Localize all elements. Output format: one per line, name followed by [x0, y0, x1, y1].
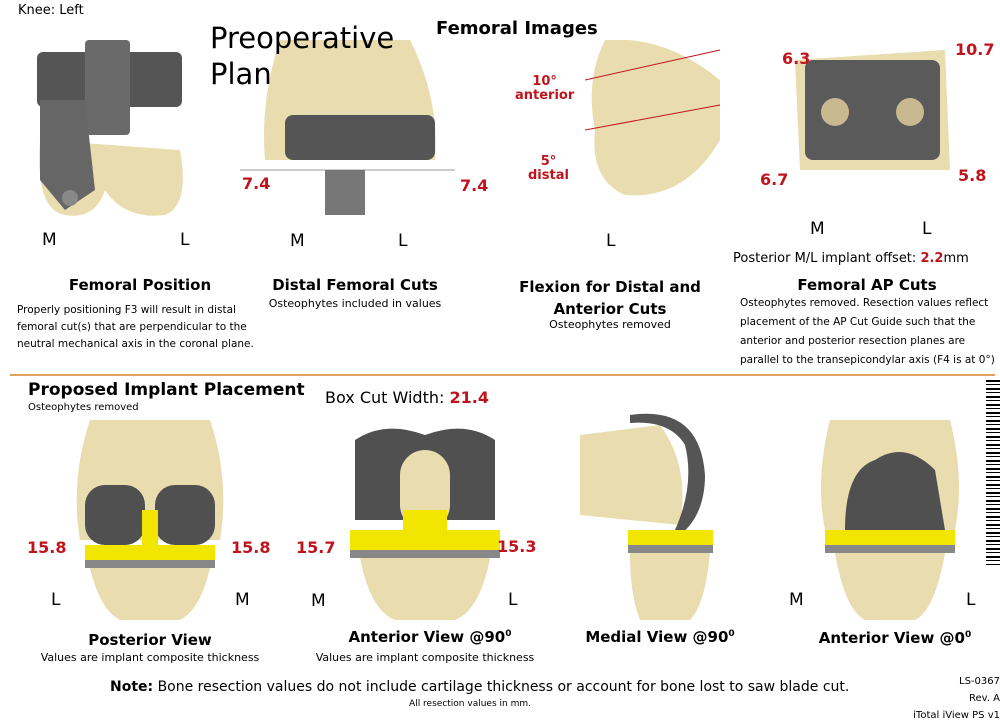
desc-line: neutral mechanical axis in the coronal p… — [17, 338, 254, 350]
anterior-angle-value: 10° — [532, 74, 557, 89]
product-version: iTotal iView PS v1 — [913, 710, 1000, 721]
title-line: Flexion for Distal and — [519, 278, 701, 296]
offset-label: Posterior M/L implant offset: — [733, 251, 917, 266]
offset-value: 2.2 — [920, 251, 944, 266]
posterior-label-left: L — [51, 590, 61, 610]
label-m: M — [290, 231, 305, 251]
desc-line: Properly positioning F3 will result in d… — [17, 304, 236, 316]
anterior-view-0-image — [821, 420, 959, 620]
barcode — [986, 380, 1000, 565]
ap-value-bottom-right: 5.8 — [958, 166, 987, 185]
ap-cuts-title: Femoral AP Cuts — [797, 276, 937, 294]
distal-angle-value: 5° — [540, 154, 557, 169]
distal-cuts-desc: Osteophytes included in values — [268, 297, 442, 310]
ap-value-top-left: 6.3 — [782, 49, 811, 68]
femoral-position-title: Femoral Position — [68, 276, 212, 294]
title-text: Anterior View @90 — [348, 628, 506, 646]
posterior-view-desc: Values are implant composite thickness — [40, 651, 260, 664]
note-label: Note: — [110, 679, 154, 695]
desc-line: Osteophytes removed. Resection values re… — [740, 297, 989, 309]
desc-line: anterior and posterior resection planes … — [740, 335, 966, 347]
femoral-position-image — [37, 40, 183, 216]
box-cut-value: 21.4 — [449, 388, 489, 407]
offset-unit: mm — [943, 251, 969, 266]
anterior-angle: 10° anterior — [515, 75, 574, 103]
label-l: L — [398, 231, 408, 251]
section-divider — [10, 374, 995, 376]
title-text: Medial View @90 — [585, 628, 729, 646]
posterior-label-right: M — [235, 590, 250, 610]
plan-title-line: Plan — [210, 57, 272, 91]
plan-title-line: Preoperative — [210, 21, 395, 55]
flexion-title: Flexion for Distal and Anterior Cuts — [500, 276, 720, 320]
distal-femoral-cuts-image — [240, 40, 455, 215]
ml-offset: Posterior M/L implant offset: 2.2mm — [733, 251, 969, 266]
distal-angle: 5° distal — [528, 155, 569, 183]
degree-sup: 0 — [728, 629, 735, 639]
distal-cuts-title: Distal Femoral Cuts — [272, 276, 438, 294]
label-l: L — [180, 230, 190, 250]
posterior-value-right: 15.8 — [231, 538, 271, 557]
distal-cut-value-right: 7.4 — [460, 176, 489, 195]
section-title: Femoral Images — [436, 18, 598, 39]
doc-id: LS-0367 — [959, 676, 1000, 687]
flexion-image — [585, 40, 721, 196]
anterior-view-90-image — [350, 428, 500, 620]
note-text: Bone resection values do not include car… — [153, 679, 850, 695]
desc-line: parallel to the transepicondylar axis (F… — [740, 354, 995, 366]
footer-note: Note: Bone resection values do not inclu… — [110, 679, 849, 695]
distal-cut-value-left: 7.4 — [242, 174, 271, 193]
placement-subtitle: Osteophytes removed — [28, 402, 139, 413]
desc-line: placement of the AP Cut Guide such that … — [740, 316, 976, 328]
medial-view-90-image — [580, 413, 713, 620]
ap-value-top-right: 10.7 — [955, 40, 995, 59]
units-note: All resection values in mm. — [409, 699, 531, 709]
anterior-angle-label: anterior — [515, 88, 575, 103]
femoral-position-desc: Properly positioning F3 will result in d… — [17, 302, 254, 353]
degree-sup: 0 — [505, 629, 512, 639]
medial90-title: Medial View @900 — [560, 628, 760, 646]
anterior90-value-right: 15.3 — [497, 537, 537, 556]
anterior0-label-left: M — [789, 590, 804, 610]
label-m: M — [42, 230, 57, 250]
doc-rev: Rev. A — [969, 693, 1000, 704]
knee-side: Knee: Left — [18, 3, 84, 18]
label-m: M — [810, 219, 825, 239]
anterior90-value-left: 15.7 — [296, 538, 336, 557]
title-line: Anterior Cuts — [553, 300, 667, 318]
posterior-view-image — [76, 420, 224, 620]
posterior-view-title: Posterior View — [88, 631, 212, 649]
anterior90-label-left: M — [311, 591, 326, 611]
anterior90-desc: Values are implant composite thickness — [315, 651, 535, 664]
label-l: L — [922, 219, 932, 239]
anterior90-label-right: L — [508, 590, 518, 610]
anterior0-label-right: L — [966, 590, 976, 610]
anterior0-title: Anterior View @00 — [795, 629, 995, 647]
posterior-value-left: 15.8 — [27, 538, 67, 557]
ap-value-bottom-left: 6.7 — [760, 170, 789, 189]
flexion-desc: Osteophytes removed — [549, 318, 671, 331]
document-info: LS-0367 Rev. A iTotal iView PS v1 — [913, 673, 1000, 724]
degree-sup: 0 — [965, 630, 972, 640]
label-l: L — [606, 231, 616, 251]
anterior90-title: Anterior View @900 — [325, 628, 535, 646]
femoral-ap-cuts-image — [795, 50, 950, 170]
desc-line: femoral cut(s) that are perpendicular to… — [17, 321, 247, 333]
box-cut-label: Box Cut Width: — [325, 388, 445, 407]
placement-title: Proposed Implant Placement — [28, 380, 305, 400]
title-text: Anterior View @0 — [818, 629, 965, 647]
box-cut-width: Box Cut Width: 21.4 — [325, 388, 489, 407]
ap-cuts-desc: Osteophytes removed. Resection values re… — [740, 294, 995, 370]
plan-title: Preoperative Plan — [210, 20, 394, 92]
distal-angle-label: distal — [528, 168, 569, 183]
